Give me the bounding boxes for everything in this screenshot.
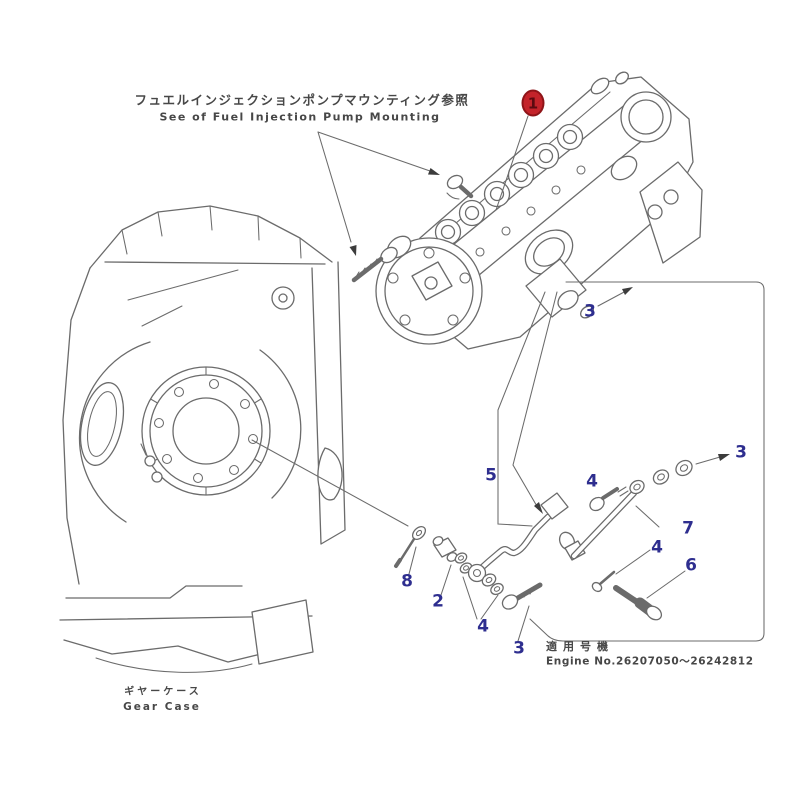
part-ref-4-mid: 4 — [651, 537, 663, 558]
pump-mounting-caption-jp: フュエルインジェクションポンプマウンティング参照 — [134, 92, 470, 108]
part-ref-4-lower: 4 — [477, 616, 489, 637]
part-5-fuel-pipe — [467, 492, 569, 583]
part-2-fitting — [432, 536, 458, 596]
part-ref-4-banjo: 4 — [586, 471, 598, 492]
applicability-caption-jp: 適用号機 — [546, 640, 614, 653]
part-7-fuel-pipe — [558, 489, 660, 561]
delivery-valves — [434, 123, 584, 246]
badge-leader-line — [495, 115, 529, 211]
gear-case-caption-jp: ギヤーケース — [124, 686, 202, 698]
highlighted-part-badge: 1 — [521, 89, 545, 117]
gear-case-drawing — [59, 205, 409, 673]
part-ref-2: 2 — [432, 591, 444, 612]
part-ref-3-lower: 3 — [513, 638, 525, 659]
part-6-bolt — [613, 570, 686, 621]
engine-serial-caption: Engine No.26207050～26242812 — [546, 655, 754, 668]
part-ref-8: 8 — [401, 571, 413, 592]
part-4-small-bolt — [591, 549, 651, 593]
arrow-icon — [349, 245, 357, 256]
part-8-plug — [394, 525, 427, 575]
part-ref-5: 5 — [485, 465, 497, 486]
part-ref-7: 7 — [682, 518, 694, 539]
gear-case-caption-en: Gear Case — [123, 701, 201, 713]
fuel-injection-pump-drawing — [351, 71, 703, 350]
fuel-line-parts — [394, 454, 730, 642]
part-ref-3-pump-mount: 3 — [584, 301, 596, 322]
pump-mounting-caption-en: See of Fuel Injection Pump Mounting — [159, 110, 441, 124]
part-ref-6: 6 — [685, 555, 697, 576]
arrow-icon — [622, 287, 633, 295]
mounting-bolt — [446, 174, 474, 200]
callout-box — [497, 281, 765, 642]
arrow-icon — [718, 454, 730, 461]
part-ref-3-right: 3 — [735, 442, 747, 463]
arrow-icon — [428, 168, 440, 175]
arrow-icon — [534, 502, 543, 514]
part-3-bolt-lower — [501, 582, 543, 642]
part-4-banjo-bolt — [589, 486, 629, 512]
caption-leaders — [317, 131, 440, 256]
